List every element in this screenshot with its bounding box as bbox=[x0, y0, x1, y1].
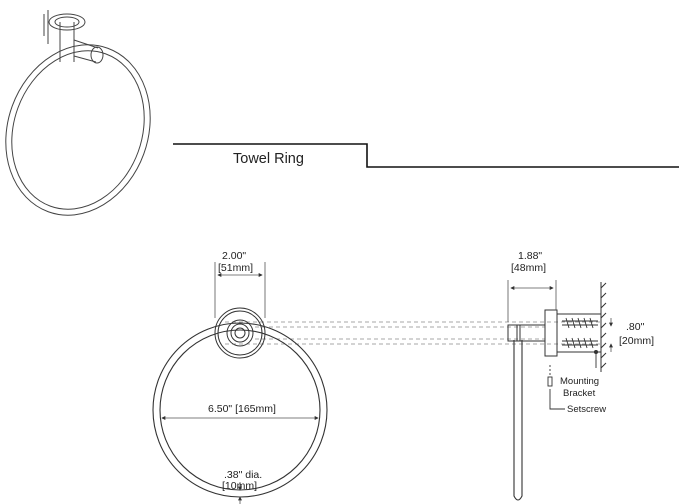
rod-diameter-in: .38" dia. bbox=[224, 469, 262, 481]
screw-icon bbox=[562, 317, 598, 349]
towel-ring-side bbox=[513, 340, 523, 501]
escutcheon-plate bbox=[214, 307, 266, 359]
plate-width-in: 2.00" bbox=[222, 250, 246, 262]
bracket-height-mm: [20mm] bbox=[619, 335, 654, 347]
side-flange bbox=[507, 309, 602, 357]
mounting-bracket-leader bbox=[593, 349, 599, 368]
setscrew-icon bbox=[547, 365, 565, 410]
side-view: 1.88" [48mm] .80" [20mm] Mounting Bracke… bbox=[507, 250, 654, 501]
projection-dimension bbox=[507, 280, 557, 322]
bracket-label: Bracket bbox=[563, 388, 596, 399]
title-rule bbox=[173, 143, 679, 168]
plate-width-mm: [51mm] bbox=[218, 262, 253, 274]
setscrew-label: Setscrew bbox=[567, 404, 606, 415]
product-title: Towel Ring bbox=[233, 151, 304, 167]
front-view: 2.00" [51mm] 6.50" [165mm] .38" dia. [10… bbox=[152, 250, 600, 504]
rod-diameter-mm: [10mm] bbox=[222, 480, 257, 492]
width-dimension bbox=[214, 262, 266, 318]
wall bbox=[600, 282, 607, 372]
mounting-label: Mounting bbox=[560, 376, 599, 387]
perspective-sketch bbox=[5, 10, 151, 216]
ring-diameter-label: 6.50" [165mm] bbox=[208, 403, 276, 415]
projection-in: 1.88" bbox=[518, 250, 542, 262]
projection-mm: [48mm] bbox=[511, 262, 546, 274]
bracket-height-in: .80" bbox=[626, 321, 645, 333]
projection-lines bbox=[225, 321, 600, 345]
